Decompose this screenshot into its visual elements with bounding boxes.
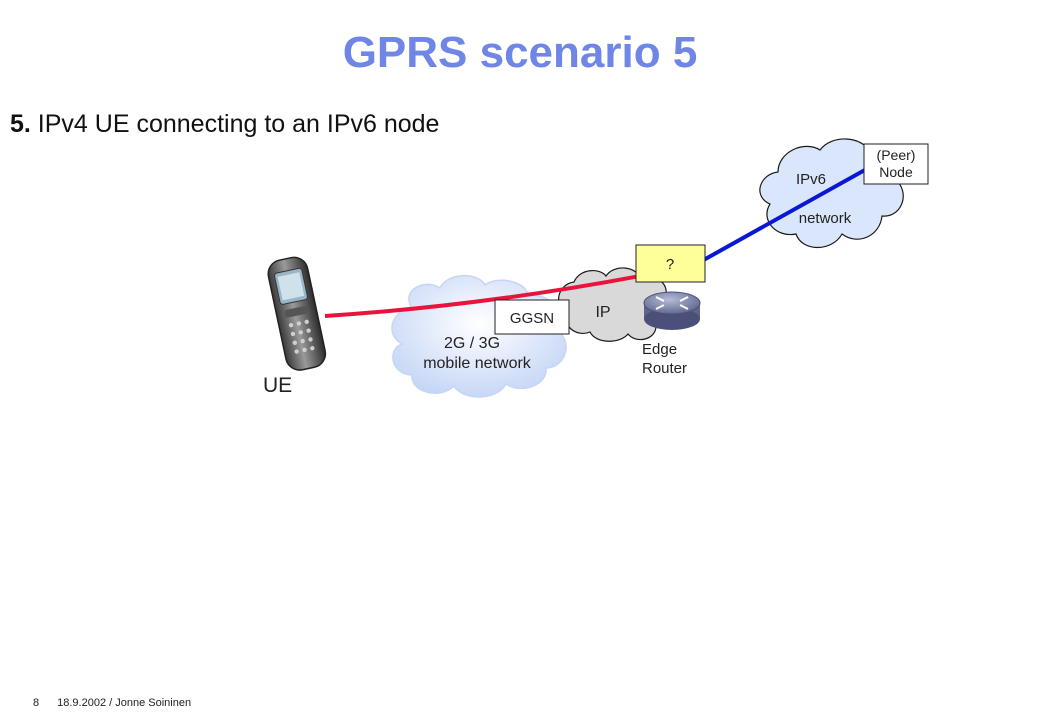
ggsn-label: GGSN [510,310,554,327]
subtitle-number: 5. [10,110,31,138]
ip-cloud-label: IP [595,304,610,321]
unknown-box [635,244,706,283]
ipv6-link [699,164,873,264]
mobile-network-label-line1: 2G / 3G [444,335,500,352]
page-number: 8 [33,697,40,709]
ipv4-link [324,274,641,318]
footer-date-author: 18.9.2002 / Jonne Soininen [57,697,192,709]
ue-label: UE [263,374,292,397]
unknown-box-label: ? [666,256,674,273]
slide-footer: 8 18.9.2002 / Jonne Soininen [33,697,191,709]
subtitle-text: IPv4 UE connecting to an IPv6 node [30,110,440,138]
mobile-phone-icon [267,256,327,371]
edge-router-label-line2: Router [642,360,687,377]
peer-node-label-line2: Node [879,164,913,180]
ggsn-box [494,299,570,335]
ipv6-cloud-label-line2: network [799,210,852,227]
slide-subtitle: 5. IPv4 UE connecting to an IPv6 node [10,110,439,139]
edge-router-label-line1: Edge [642,341,677,358]
ipv6-cloud-label-line1: IPv6 [796,171,826,188]
peer-node-label-line1: (Peer) [877,147,916,163]
slide-title: GPRS scenario 5 [342,28,698,77]
mobile-network-label-line2: mobile network [423,355,532,372]
edge-router-icon [643,291,701,330]
peer-node-box [863,143,929,185]
